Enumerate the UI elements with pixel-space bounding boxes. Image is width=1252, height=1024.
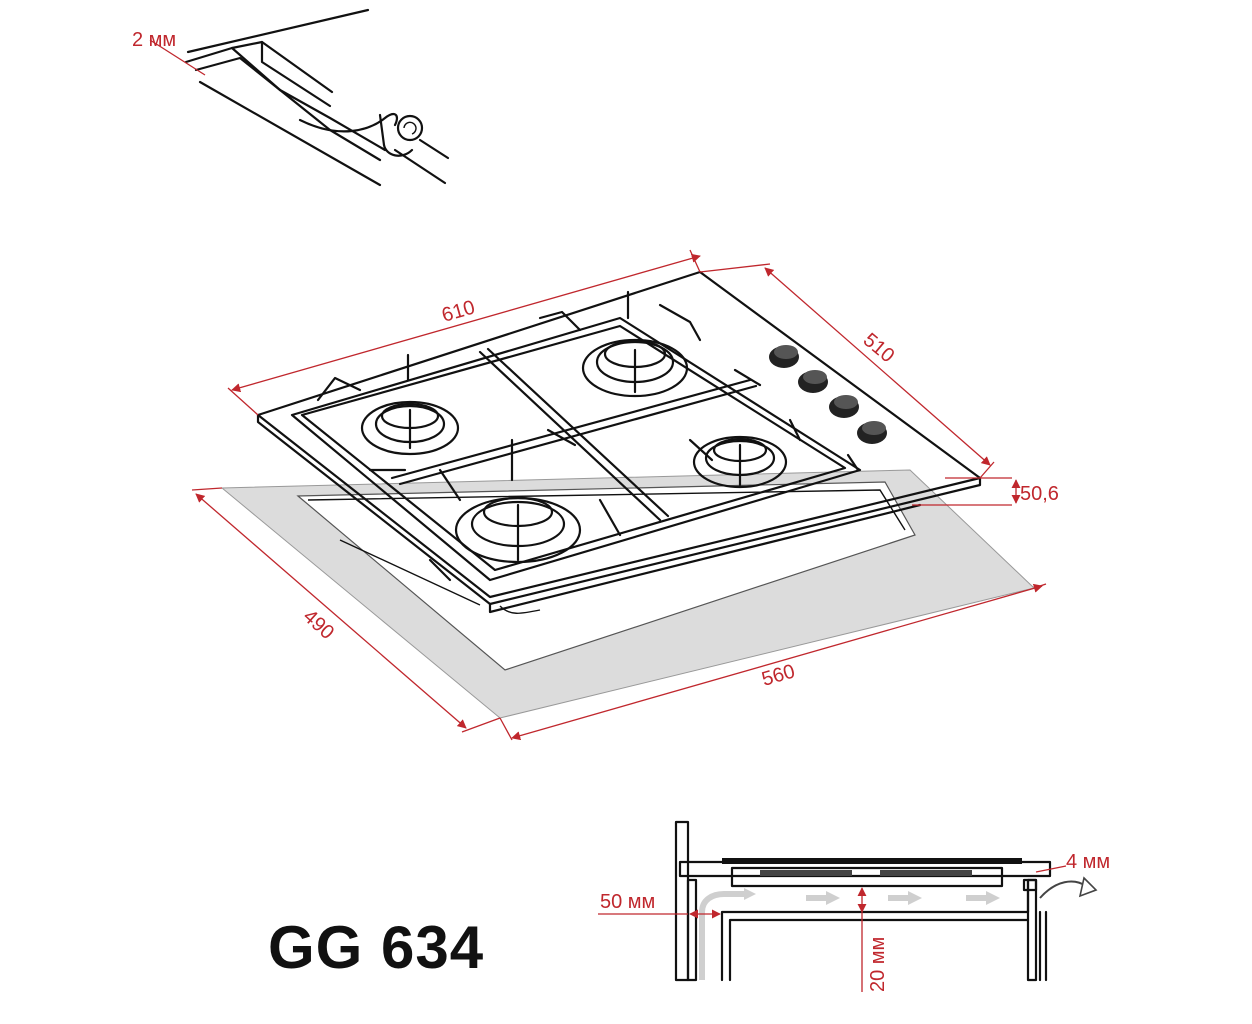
vent-gap-label: 4 мм bbox=[1066, 851, 1110, 873]
dimension-50-6: 50,6 bbox=[912, 477, 1059, 506]
width-610-label: 610 bbox=[439, 296, 477, 326]
burner-front-left bbox=[454, 496, 582, 564]
seal-gap-label: 2 мм bbox=[132, 29, 176, 51]
bottom-gap-label: 20 мм bbox=[867, 937, 889, 992]
knob-1-icon bbox=[769, 345, 799, 368]
burner-front-right bbox=[692, 435, 788, 489]
installation-section: 4 мм 50 мм 20 мм bbox=[598, 820, 1110, 992]
knob-4-icon bbox=[857, 421, 887, 444]
knob-3-icon bbox=[829, 395, 859, 418]
dimension-510: 510 bbox=[699, 263, 995, 479]
knob-2-icon bbox=[798, 370, 828, 393]
wall-gap-label: 50 мм bbox=[600, 891, 655, 913]
depth-510-label: 510 bbox=[859, 329, 899, 367]
cutout-depth-490-label: 490 bbox=[299, 605, 339, 644]
model-title: GG 634 bbox=[268, 914, 485, 981]
height-50-6-label: 50,6 bbox=[1020, 483, 1059, 505]
burner-rear-right bbox=[581, 338, 689, 398]
burner-rear-left bbox=[360, 400, 460, 456]
seal-detail: 2 мм bbox=[132, 8, 450, 187]
